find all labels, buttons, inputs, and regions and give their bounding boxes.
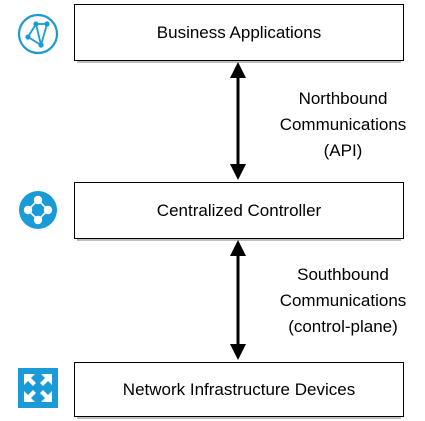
northbound-label: Northbound Communications (API): [268, 86, 418, 164]
southbound-arrow: [230, 240, 246, 360]
northbound-communications: Communications: [279, 115, 407, 134]
centralized-controller-label: Centralized Controller: [156, 200, 322, 220]
application-network-icon: [17, 13, 59, 55]
southbound-label: Southbound Communications (control-plane…: [268, 262, 418, 340]
southbound-communications: Communications: [279, 291, 407, 310]
sdn-controller-icon: [19, 191, 57, 229]
northbound-arrow: [230, 62, 246, 180]
network-infrastructure-label: Network Infrastructure Devices: [122, 379, 356, 399]
southbound-control-plane: (control-plane): [288, 317, 398, 336]
business-applications-box: Business Applications: [74, 4, 404, 63]
centralized-controller-box: Centralized Controller: [74, 182, 404, 241]
network-infrastructure-box: Network Infrastructure Devices: [74, 362, 404, 419]
southbound-title: Southbound: [297, 265, 389, 284]
northbound-api: (API): [323, 141, 363, 160]
layer3-switch-icon: [18, 368, 58, 408]
business-applications-label: Business Applications: [156, 22, 322, 42]
northbound-title: Northbound: [298, 89, 388, 108]
